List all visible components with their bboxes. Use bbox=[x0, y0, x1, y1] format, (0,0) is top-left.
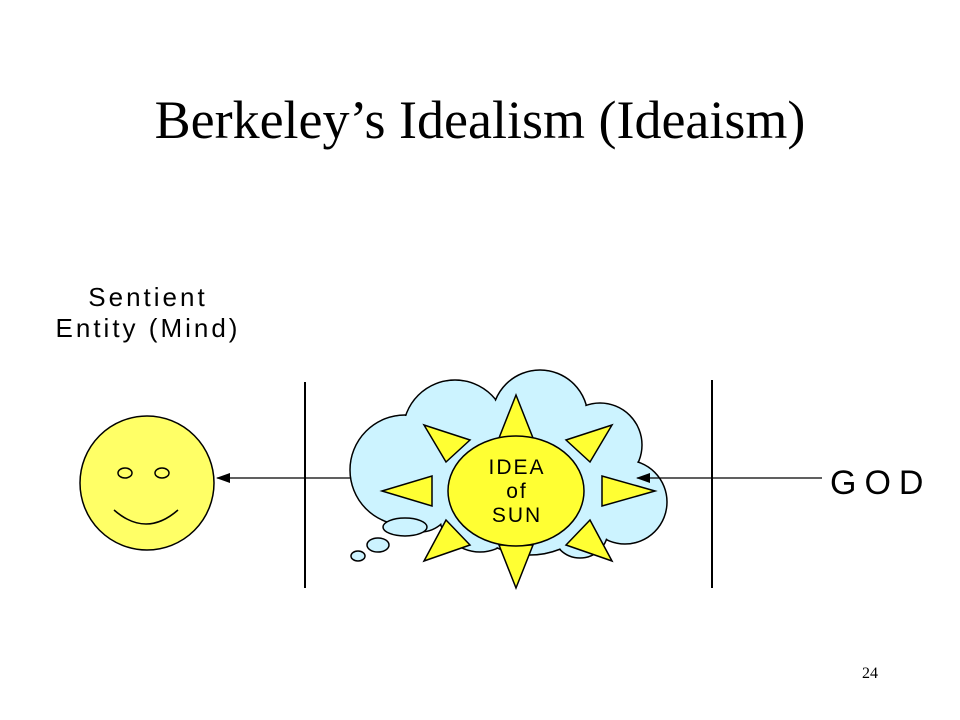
slide-title: Berkeley’s Idealism (Ideaism) bbox=[154, 90, 806, 150]
sun-ray bbox=[564, 518, 614, 563]
mind-label-line1: Sentient bbox=[88, 282, 208, 312]
thought-bubble-large bbox=[382, 517, 428, 537]
mouth bbox=[113, 509, 179, 525]
thought-bubble-small bbox=[350, 550, 366, 562]
right-eye bbox=[154, 467, 170, 479]
sun-disc bbox=[447, 435, 585, 547]
smiley-face-icon bbox=[79, 415, 215, 551]
sun-ray bbox=[422, 423, 472, 464]
idea-label-line3: SUN bbox=[492, 504, 542, 527]
mind-label-line2: Entity (Mind) bbox=[55, 313, 241, 343]
face bbox=[79, 415, 215, 551]
sun-icon bbox=[379, 392, 658, 591]
left-eye bbox=[117, 467, 133, 479]
sun-ray bbox=[601, 475, 658, 507]
sun-ray bbox=[422, 518, 472, 563]
god-label: GOD bbox=[830, 464, 931, 502]
idea-label-line2: of bbox=[506, 480, 528, 503]
sun-ray bbox=[564, 423, 614, 464]
mind-label: Sentient Entity (Mind) bbox=[28, 282, 268, 344]
thought-bubble-medium bbox=[366, 537, 390, 553]
sun-ray bbox=[497, 544, 535, 591]
sun-ray bbox=[379, 474, 433, 508]
idea-label-line1: IDEA bbox=[488, 456, 545, 479]
slide-number: 24 bbox=[862, 665, 878, 682]
